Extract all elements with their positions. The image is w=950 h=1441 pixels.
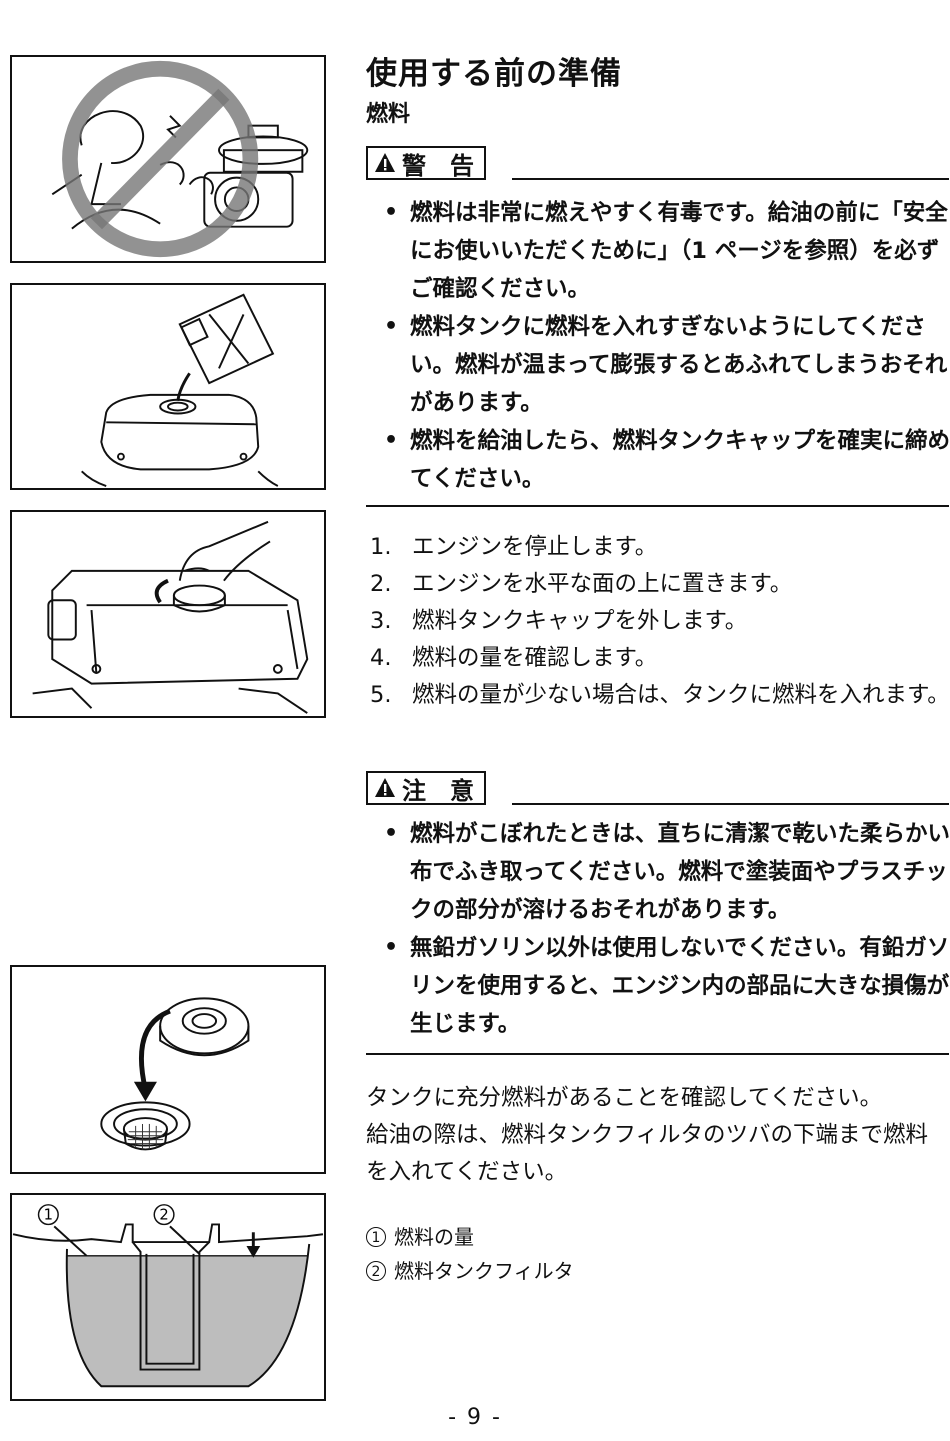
caution-label-box: 注 意 xyxy=(366,771,486,805)
figure-remove-tank-cap xyxy=(10,510,326,718)
warning-list: 燃料は非常に燃えやすく有毒です。給油の前に「安全にお使いいただくために」（1 ペ… xyxy=(380,194,950,498)
step-item: 5.燃料の量が少ない場合は、タンクに燃料を入れます。 xyxy=(370,682,950,708)
fuel-note: タンクに充分燃料があることを確認してください。 給油の際は、燃料タンクフィルタの… xyxy=(366,1080,950,1191)
caution-triangle-icon xyxy=(375,778,395,797)
steps-list: 1.エンジンを停止します。 2.エンジンを水平な面の上に置きます。 3.燃料タン… xyxy=(370,529,950,714)
figure-legend: 1 燃料の量 2 燃料タンクフィルタ xyxy=(366,1220,574,1288)
warning-end-rule xyxy=(366,505,949,507)
warning-label: 警 告 xyxy=(402,151,474,180)
figure-tank-filter xyxy=(10,965,326,1174)
fig-label-2: 2 xyxy=(159,1207,168,1224)
legend-marker: 2 xyxy=(366,1261,386,1281)
fig-label-1: 1 xyxy=(44,1207,53,1224)
fuel-note-line: タンクに充分燃料があることを確認してください。 xyxy=(366,1085,883,1111)
warning-item: 燃料タンクに燃料を入れすぎないようにしてください。燃料が温まって膨張するとあふれ… xyxy=(380,308,950,422)
step-item: 4.燃料の量を確認します。 xyxy=(370,645,658,671)
step-item: 2.エンジンを水平な面の上に置きます。 xyxy=(370,571,793,597)
caution-end-rule xyxy=(366,1053,949,1055)
section-subtitle: 燃料 xyxy=(366,102,411,127)
page-number: - 9 - xyxy=(448,1405,502,1430)
legend-marker: 1 xyxy=(366,1227,386,1247)
figure-refueling-tank xyxy=(10,283,326,490)
warning-triangle-icon xyxy=(375,153,395,172)
legend-text: 燃料タンクフィルタ xyxy=(394,1259,574,1283)
legend-item: 1 燃料の量 xyxy=(366,1220,574,1254)
figure-fuel-level-diagram: 1 2 xyxy=(10,1193,326,1401)
figure-no-smoking-warning xyxy=(10,55,326,263)
legend-item: 2 燃料タンクフィルタ xyxy=(366,1254,574,1288)
caution-item: 燃料がこぼれたときは、直ちに清潔で乾いた柔らかい布でふき取ってください。燃料で塗… xyxy=(380,815,950,929)
caution-list: 燃料がこぼれたときは、直ちに清潔で乾いた柔らかい布でふき取ってください。燃料で塗… xyxy=(380,815,950,1043)
section-title: 使用する前の準備 xyxy=(366,56,622,92)
warning-item: 燃料は非常に燃えやすく有毒です。給油の前に「安全にお使いいただくために」（1 ペ… xyxy=(380,194,950,308)
legend-text: 燃料の量 xyxy=(394,1225,474,1249)
step-item: 3.燃料タンクキャップを外します。 xyxy=(370,608,748,634)
caution-label: 注 意 xyxy=(402,776,474,805)
warning-item: 燃料を給油したら、燃料タンクキャップを確実に締めてください。 xyxy=(380,422,950,498)
warning-label-box: 警 告 xyxy=(366,146,486,180)
caution-rule xyxy=(512,803,949,805)
warning-rule xyxy=(512,178,949,180)
fuel-note-line: 給油の際は、燃料タンクフィルタのツバの下端まで燃料を入れてください。 xyxy=(366,1122,929,1185)
caution-item: 無鉛ガソリン以外は使用しないでください。有鉛ガソリンを使用すると、エンジン内の部… xyxy=(380,929,950,1043)
step-item: 1.エンジンを停止します。 xyxy=(370,534,658,560)
